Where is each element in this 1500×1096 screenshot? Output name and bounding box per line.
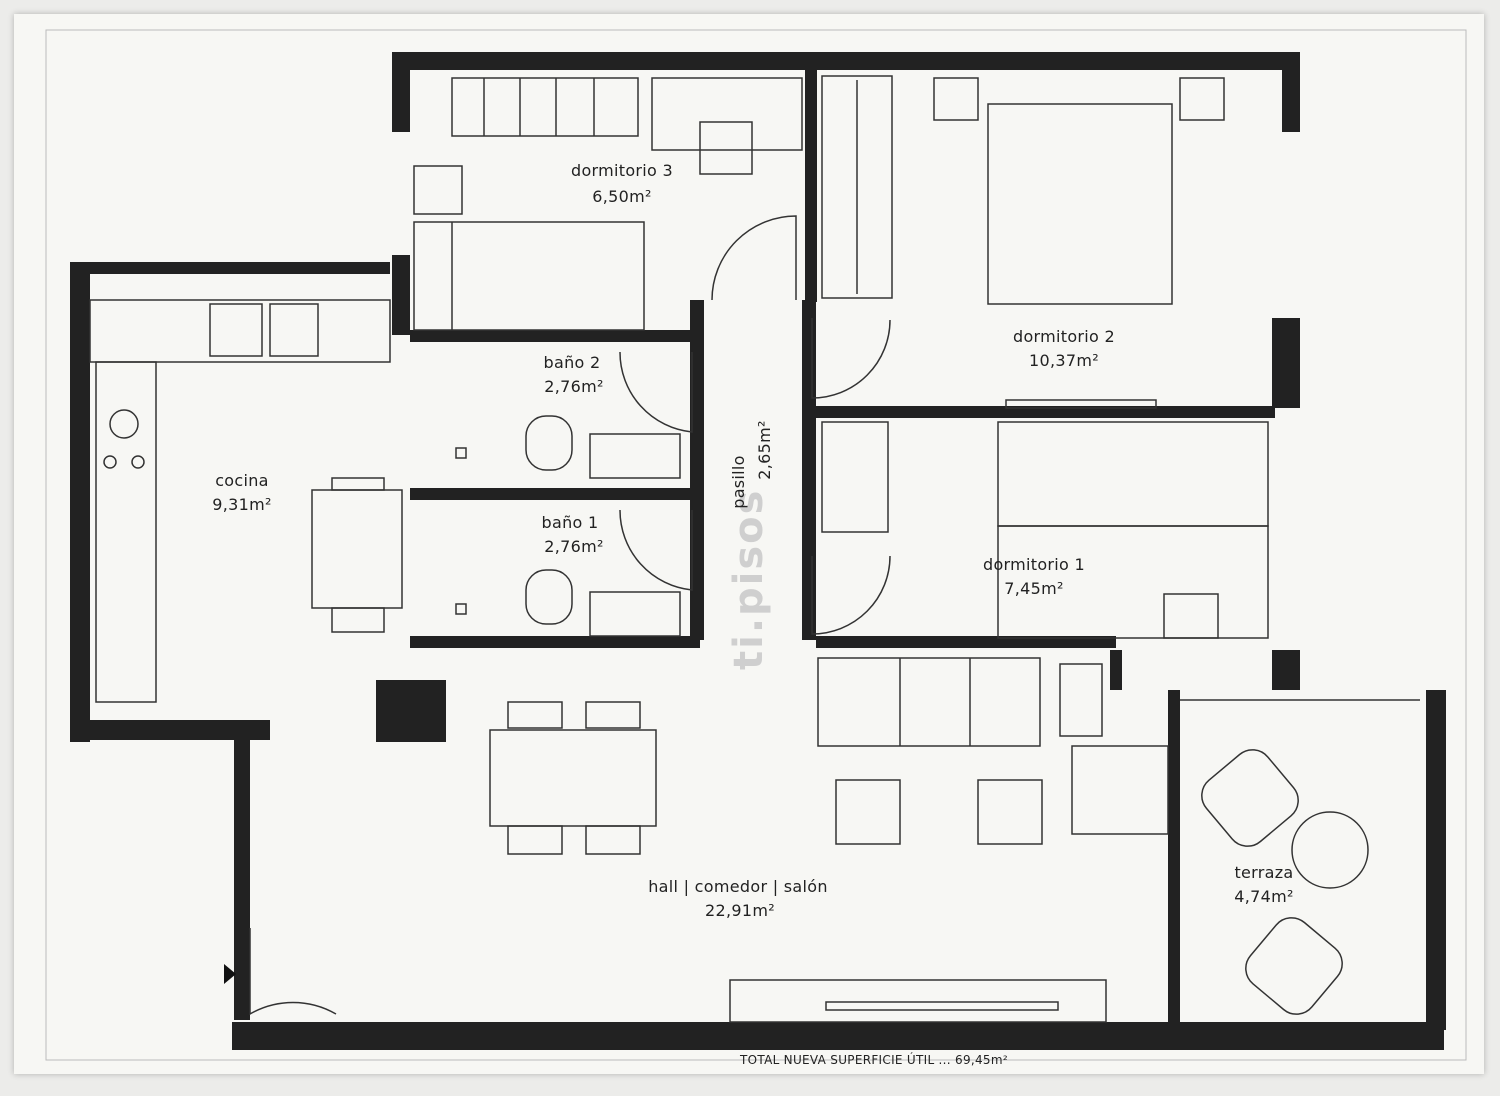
paper-sheet (14, 14, 1484, 1074)
label-dormitorio3: dormitorio 3 (571, 161, 673, 180)
area-terraza: 4,74m² (1234, 887, 1293, 906)
area-cocina: 9,31m² (212, 495, 271, 514)
area-dormitorio1: 7,45m² (1004, 579, 1063, 598)
watermark: ti.pisos (726, 489, 772, 670)
footer-note: TOTAL NUEVA SUPERFICIE ÚTIL ... 69,45m² (739, 1052, 1008, 1067)
area-salon: 22,91m² (705, 901, 775, 920)
frame-border (45, 29, 1467, 1061)
area-dormitorio2: 10,37m² (1029, 351, 1099, 370)
fixtures (89, 75, 1420, 1023)
area-dormitorio3: 6,50m² (592, 187, 651, 206)
label-dormitorio2: dormitorio 2 (1013, 327, 1115, 346)
label-dormitorio1: dormitorio 1 (983, 555, 1085, 574)
label-pasillo: pasillo (729, 455, 748, 509)
label-cocina: cocina (215, 471, 269, 490)
area-bano2: 2,76m² (544, 377, 603, 396)
area-pasillo: 2,65m² (755, 420, 774, 479)
entry-arrow-icon (224, 964, 236, 984)
label-salon: hall | comedor | salón (648, 877, 828, 896)
area-bano1: 2,76m² (544, 537, 603, 556)
label-bano1: baño 1 (542, 513, 599, 532)
label-bano2: baño 2 (544, 353, 601, 372)
label-terraza: terraza (1234, 863, 1293, 882)
